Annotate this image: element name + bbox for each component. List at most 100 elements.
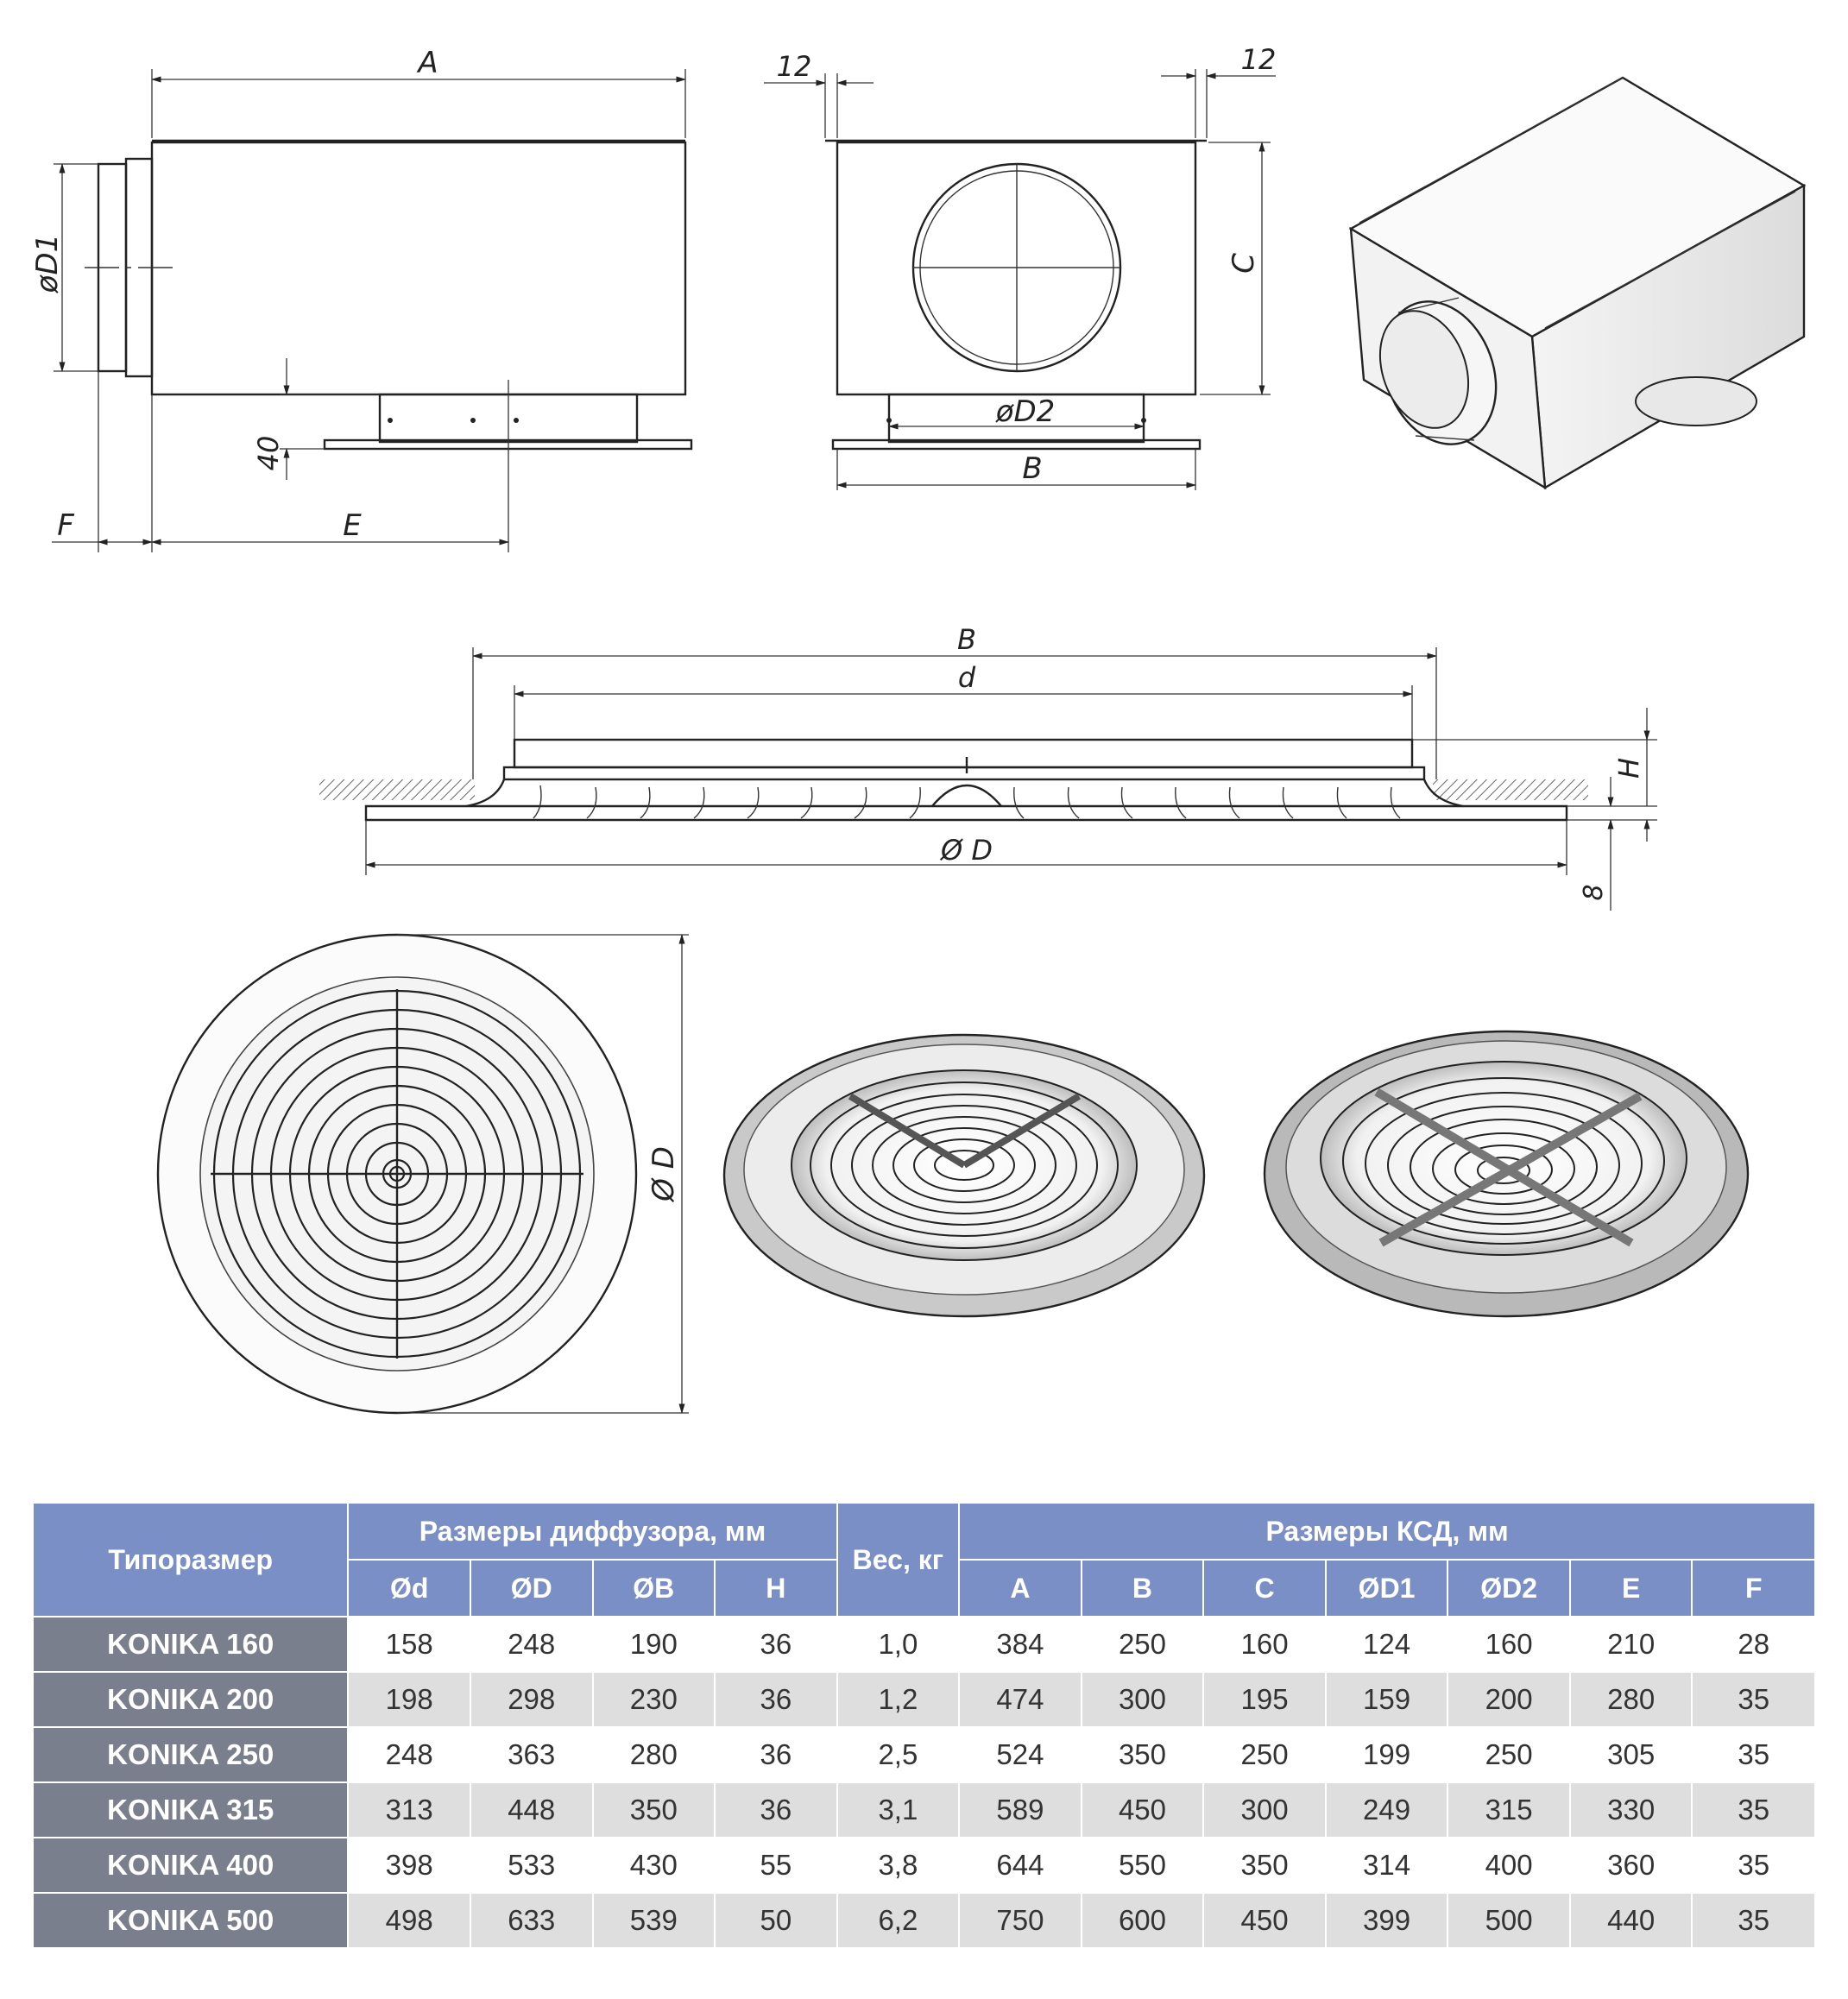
value-cell-a: 524 bbox=[958, 1726, 1082, 1783]
value-cell-d: 248 bbox=[469, 1616, 594, 1673]
value-cell-a: 589 bbox=[958, 1781, 1082, 1838]
value-cell-b: 350 bbox=[591, 1781, 716, 1838]
dim-label-b-section: B bbox=[957, 623, 976, 656]
header-model: Типоразмер bbox=[31, 1502, 350, 1617]
dim-label-d-small: d bbox=[958, 661, 976, 694]
value-cell-d2: 250 bbox=[1447, 1726, 1571, 1783]
header-weight: Вес, кг bbox=[836, 1502, 961, 1617]
value-cell-w: 3,1 bbox=[836, 1781, 961, 1838]
value-cell-w: 1,0 bbox=[836, 1616, 961, 1673]
value-cell-h: 55 bbox=[714, 1837, 838, 1894]
value-cell-d1: 159 bbox=[1324, 1671, 1449, 1728]
value-cell-h: 36 bbox=[714, 1616, 838, 1673]
header-A: A bbox=[958, 1559, 1082, 1617]
header-B-box: B bbox=[1080, 1559, 1205, 1617]
dim-label-d-top: Ø D bbox=[646, 1146, 681, 1203]
value-cell-d: 313 bbox=[347, 1781, 471, 1838]
dim-label-b-front: B bbox=[1022, 451, 1042, 486]
value-cell-e: 210 bbox=[1568, 1616, 1693, 1673]
value-cell-h: 36 bbox=[714, 1671, 838, 1728]
value-cell-w: 1,2 bbox=[836, 1671, 961, 1728]
isometric-box bbox=[1348, 76, 1807, 490]
value-cell-bk: 450 bbox=[1080, 1781, 1205, 1838]
value-cell-c: 195 bbox=[1202, 1671, 1327, 1728]
specs-table: Типоразмер Размеры диффузора, мм Вес, кг… bbox=[31, 1502, 1816, 1949]
section-view: B d H 8 Ø D bbox=[319, 623, 1657, 911]
value-cell-b: 190 bbox=[591, 1616, 716, 1673]
dim-label-40: 40 bbox=[252, 436, 285, 471]
header-F: F bbox=[1691, 1559, 1816, 1617]
value-cell-bk: 350 bbox=[1080, 1726, 1205, 1783]
diffuser-render-2 bbox=[1263, 1030, 1750, 1318]
value-cell-a: 644 bbox=[958, 1837, 1082, 1894]
top-view: Ø D bbox=[156, 933, 689, 1415]
value-cell-bk: 250 bbox=[1080, 1616, 1205, 1673]
value-cell-d1: 124 bbox=[1324, 1616, 1449, 1673]
value-cell-w: 3,8 bbox=[836, 1837, 961, 1894]
value-cell-h: 36 bbox=[714, 1726, 838, 1783]
side-view: A øD1 40 F E bbox=[30, 46, 693, 552]
value-cell-a: 474 bbox=[958, 1671, 1082, 1728]
value-cell-d1: 314 bbox=[1324, 1837, 1449, 1894]
value-cell-e: 280 bbox=[1568, 1671, 1693, 1728]
header-diffuser-group: Размеры диффузора, мм bbox=[347, 1502, 838, 1561]
header-D: ØD bbox=[469, 1559, 594, 1617]
diffuser-render-1 bbox=[722, 1033, 1206, 1318]
value-cell-bk: 600 bbox=[1080, 1892, 1205, 1949]
value-cell-d: 633 bbox=[469, 1892, 594, 1949]
value-cell-d: 498 bbox=[347, 1892, 471, 1949]
value-cell-f: 35 bbox=[1691, 1671, 1816, 1728]
dim-label-c: C bbox=[1227, 253, 1261, 274]
model-cell: KONIKA 400 bbox=[31, 1837, 350, 1894]
value-cell-c: 250 bbox=[1202, 1726, 1327, 1783]
model-cell: KONIKA 200 bbox=[31, 1671, 350, 1728]
value-cell-b: 230 bbox=[591, 1671, 716, 1728]
value-cell-d1: 249 bbox=[1324, 1781, 1449, 1838]
dim-label-12-left: 12 bbox=[777, 50, 812, 83]
dim-label-h: H bbox=[1612, 758, 1645, 779]
value-cell-e: 360 bbox=[1568, 1837, 1693, 1894]
value-cell-e: 330 bbox=[1568, 1781, 1693, 1838]
header-C: C bbox=[1202, 1559, 1327, 1617]
value-cell-bk: 300 bbox=[1080, 1671, 1205, 1728]
header-B: ØB bbox=[591, 1559, 716, 1617]
value-cell-h: 36 bbox=[714, 1781, 838, 1838]
dim-label-12-right: 12 bbox=[1241, 43, 1277, 76]
dim-label-f: F bbox=[57, 508, 74, 543]
value-cell-d2: 200 bbox=[1447, 1671, 1571, 1728]
value-cell-d1: 399 bbox=[1324, 1892, 1449, 1949]
value-cell-a: 384 bbox=[958, 1616, 1082, 1673]
value-cell-d2: 160 bbox=[1447, 1616, 1571, 1673]
technical-drawings: A øD1 40 F E 12 bbox=[30, 43, 1807, 1415]
value-cell-bk: 550 bbox=[1080, 1837, 1205, 1894]
value-cell-e: 305 bbox=[1568, 1726, 1693, 1783]
dim-label-e: E bbox=[343, 508, 362, 543]
model-cell: KONIKA 500 bbox=[31, 1892, 350, 1949]
value-cell-c: 300 bbox=[1202, 1781, 1327, 1838]
value-cell-f: 35 bbox=[1691, 1892, 1816, 1949]
value-cell-e: 440 bbox=[1568, 1892, 1693, 1949]
model-cell: KONIKA 315 bbox=[31, 1781, 350, 1838]
value-cell-d: 533 bbox=[469, 1837, 594, 1894]
value-cell-c: 160 bbox=[1202, 1616, 1327, 1673]
value-cell-d: 298 bbox=[469, 1671, 594, 1728]
value-cell-b: 430 bbox=[591, 1837, 716, 1894]
dim-label-d1: øD1 bbox=[30, 234, 65, 294]
header-D1: ØD1 bbox=[1324, 1559, 1449, 1617]
front-view: 12 12 C øD2 B bbox=[764, 43, 1276, 490]
value-cell-d: 398 bbox=[347, 1837, 471, 1894]
header-H: H bbox=[714, 1559, 838, 1617]
value-cell-f: 35 bbox=[1691, 1837, 1816, 1894]
header-E: E bbox=[1568, 1559, 1693, 1617]
value-cell-d: 363 bbox=[469, 1726, 594, 1783]
model-cell: KONIKA 160 bbox=[31, 1616, 350, 1673]
value-cell-d: 248 bbox=[347, 1726, 471, 1783]
value-cell-d2: 400 bbox=[1447, 1837, 1571, 1894]
header-D2: ØD2 bbox=[1447, 1559, 1571, 1617]
